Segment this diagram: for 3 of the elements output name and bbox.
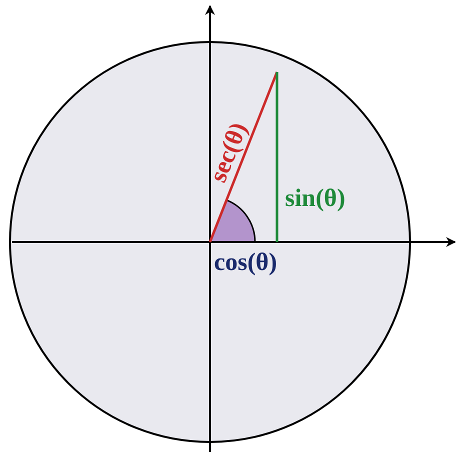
- sine-label: sin(θ): [285, 186, 346, 211]
- secant-label: sec(θ): [206, 119, 252, 186]
- cosine-label: cos(θ): [214, 250, 278, 275]
